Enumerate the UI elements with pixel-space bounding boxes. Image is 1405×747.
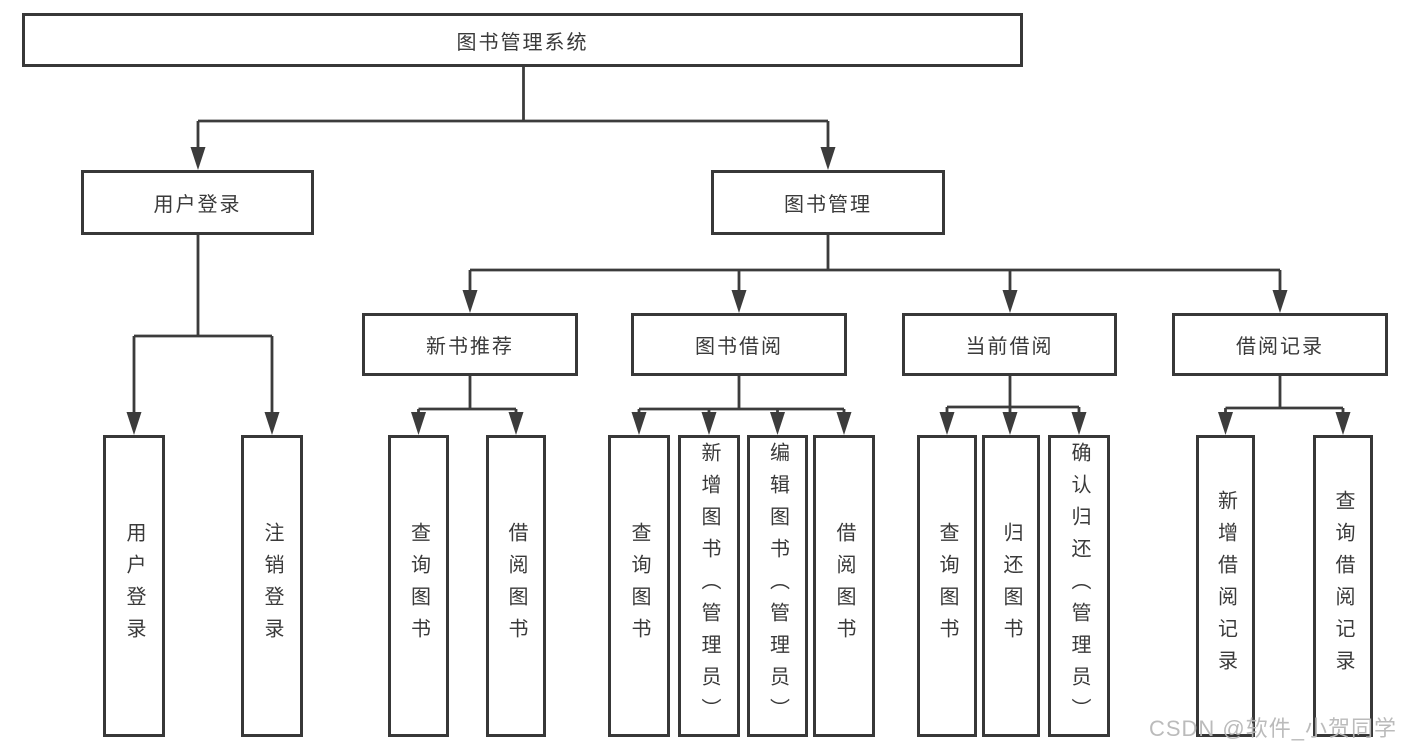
node-label: 图书管理 (784, 194, 872, 216)
node-library-system: 图书管理系统 (22, 13, 1023, 67)
leaf-query-books-recommend: 查询图书 (388, 435, 449, 737)
leaf-label: 编辑图书（管理员） (766, 442, 789, 730)
leaf-label: 查询图书 (628, 522, 650, 650)
node-user-login-branch: 用户登录 (81, 170, 314, 235)
leaf-label: 借阅图书 (505, 522, 527, 650)
leaf-label: 借阅图书 (833, 522, 855, 650)
leaf-label: 查询图书 (407, 522, 430, 650)
leaf-borrow-books-recommend: 借阅图书 (486, 435, 546, 737)
leaf-query-books-borrowing: 查询图书 (608, 435, 670, 737)
node-label: 图书管理系统 (456, 31, 589, 54)
leaf-logout: 注销登录 (241, 435, 303, 737)
node-label: 新书推荐 (426, 336, 514, 358)
leaf-edit-books-admin: 编辑图书（管理员） (747, 435, 808, 737)
leaf-label: 确认归还（管理员） (1068, 442, 1090, 730)
leaf-label: 新增借阅记录 (1214, 490, 1237, 682)
node-label: 图书借阅 (695, 336, 783, 358)
leaf-label: 新增图书（管理员） (698, 442, 720, 730)
node-label: 借阅记录 (1236, 336, 1324, 358)
leaf-label: 用户登录 (123, 522, 145, 650)
leaf-label: 归还图书 (1000, 522, 1022, 650)
node-label: 当前借阅 (965, 336, 1054, 358)
leaf-confirm-return-admin: 确认归还（管理员） (1048, 435, 1110, 737)
leaf-borrow-books: 借阅图书 (813, 435, 875, 737)
node-book-borrowing: 图书借阅 (631, 313, 847, 376)
node-new-book-recommend: 新书推荐 (362, 313, 578, 376)
leaf-label: 查询借阅记录 (1332, 490, 1354, 682)
node-borrowing-records: 借阅记录 (1172, 313, 1388, 376)
leaf-add-books-admin: 新增图书（管理员） (678, 435, 740, 737)
leaf-query-borrow-record: 查询借阅记录 (1313, 435, 1373, 737)
leaf-add-borrow-record: 新增借阅记录 (1196, 435, 1255, 737)
leaf-query-books-current: 查询图书 (917, 435, 977, 737)
leaf-return-books: 归还图书 (982, 435, 1040, 737)
node-book-management: 图书管理 (711, 170, 945, 235)
leaf-label: 查询图书 (936, 522, 958, 650)
node-current-borrowing: 当前借阅 (902, 313, 1117, 376)
leaf-user-login: 用户登录 (103, 435, 165, 737)
leaf-label: 注销登录 (261, 522, 283, 650)
node-label: 用户登录 (153, 194, 242, 216)
